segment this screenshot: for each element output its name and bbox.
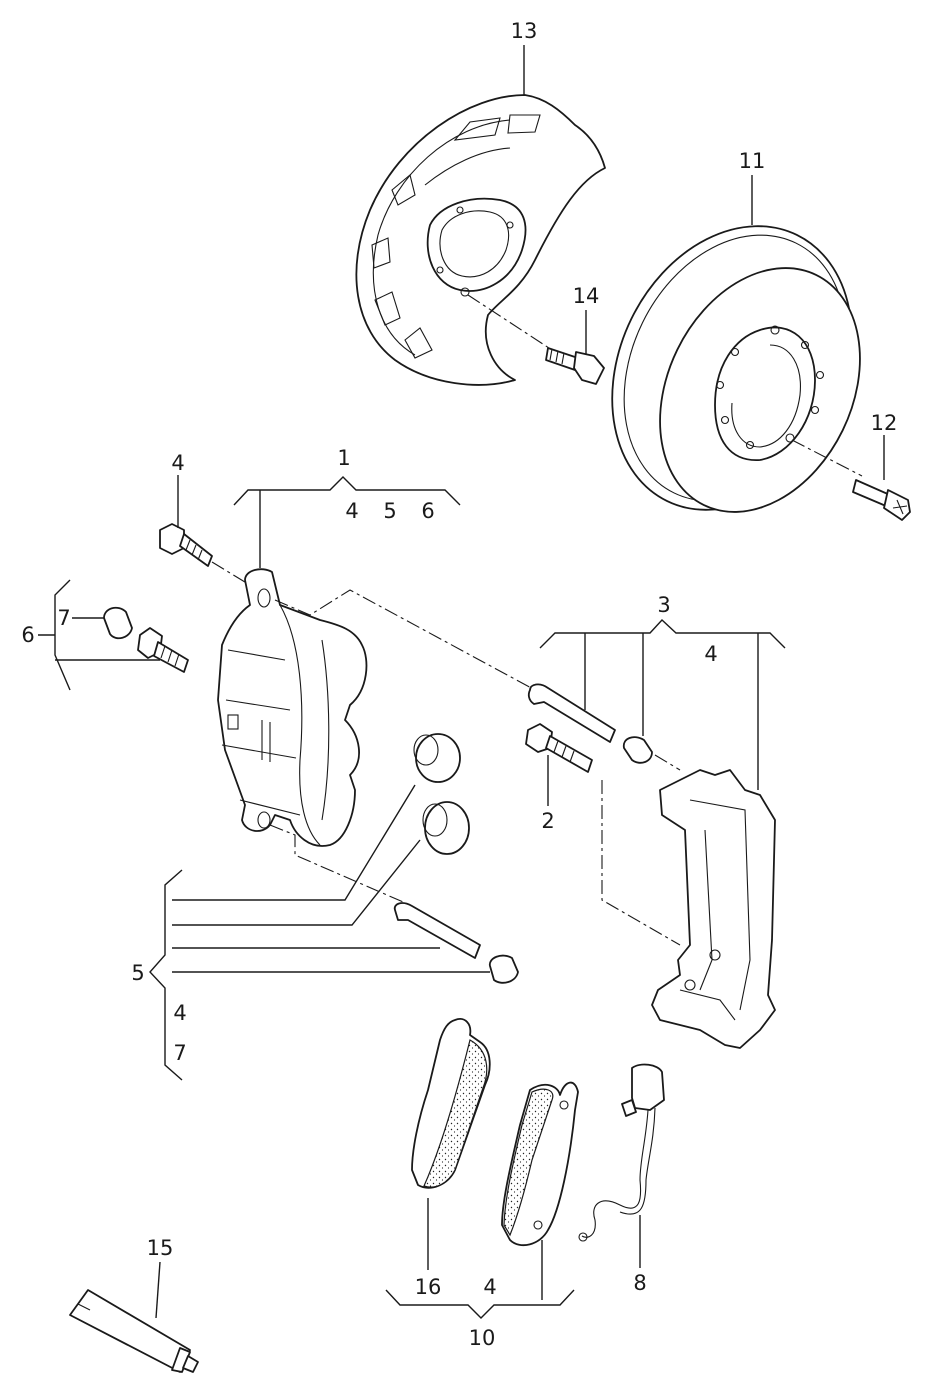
callout-11: 11 — [739, 149, 766, 173]
callout-7: 7 — [57, 606, 70, 630]
guide-pin-boot — [622, 736, 653, 764]
axis-line — [791, 439, 863, 477]
leader-lines — [38, 45, 885, 1319]
callout-10: 10 — [469, 1326, 496, 1350]
axis-line — [274, 589, 536, 691]
guide-pin-lower — [393, 902, 481, 959]
callout-5-sub-7: 7 — [173, 1041, 186, 1065]
callout-16: 16 — [415, 1275, 442, 1299]
bolt-4 — [159, 523, 213, 567]
splash-shield-13 — [355, 94, 606, 386]
brake-caliper-1 — [217, 568, 368, 847]
callout-1-sub-6: 6 — [421, 499, 434, 523]
callout-14: 14 — [573, 284, 600, 308]
bolt-14 — [545, 347, 605, 385]
bolt-2 — [525, 723, 593, 773]
axis-line — [467, 294, 553, 351]
dust-cap-7 — [103, 606, 133, 640]
boot-c — [489, 954, 519, 984]
callout-3: 3 — [657, 593, 670, 617]
callout-5-sub-4: 4 — [173, 1001, 186, 1025]
axis-line — [601, 780, 681, 946]
callout-8: 8 — [633, 1271, 646, 1295]
callout-15: 15 — [147, 1236, 174, 1260]
callout-1-sub-4: 4 — [345, 499, 358, 523]
bleeder-valve-6 — [137, 627, 189, 673]
brake-pad-16 — [411, 1018, 491, 1189]
guide-pin — [527, 683, 616, 743]
caliper-carrier — [651, 769, 776, 1049]
wear-sensor-8 — [578, 1063, 665, 1242]
callout-1: 1 — [337, 446, 350, 470]
axis-line — [269, 824, 411, 906]
callout-12: 12 — [871, 411, 898, 435]
axis-line — [654, 754, 681, 771]
screw-12 — [852, 479, 911, 521]
callout-10-sub-4: 4 — [483, 1275, 496, 1299]
callout-4-bolt: 4 — [171, 451, 184, 475]
callout-3-sub-4: 4 — [704, 642, 717, 666]
boot-b — [422, 801, 470, 855]
callout-6: 6 — [21, 623, 34, 647]
brake-pad-4 — [501, 1081, 579, 1247]
callout-2: 2 — [541, 809, 554, 833]
boot-a — [413, 733, 461, 783]
brake-disc-11 — [611, 225, 861, 513]
callout-1-sub-5: 5 — [383, 499, 396, 523]
grease-tube-15 — [69, 1289, 199, 1373]
callout-5: 5 — [131, 961, 144, 985]
callout-13: 13 — [511, 19, 538, 43]
